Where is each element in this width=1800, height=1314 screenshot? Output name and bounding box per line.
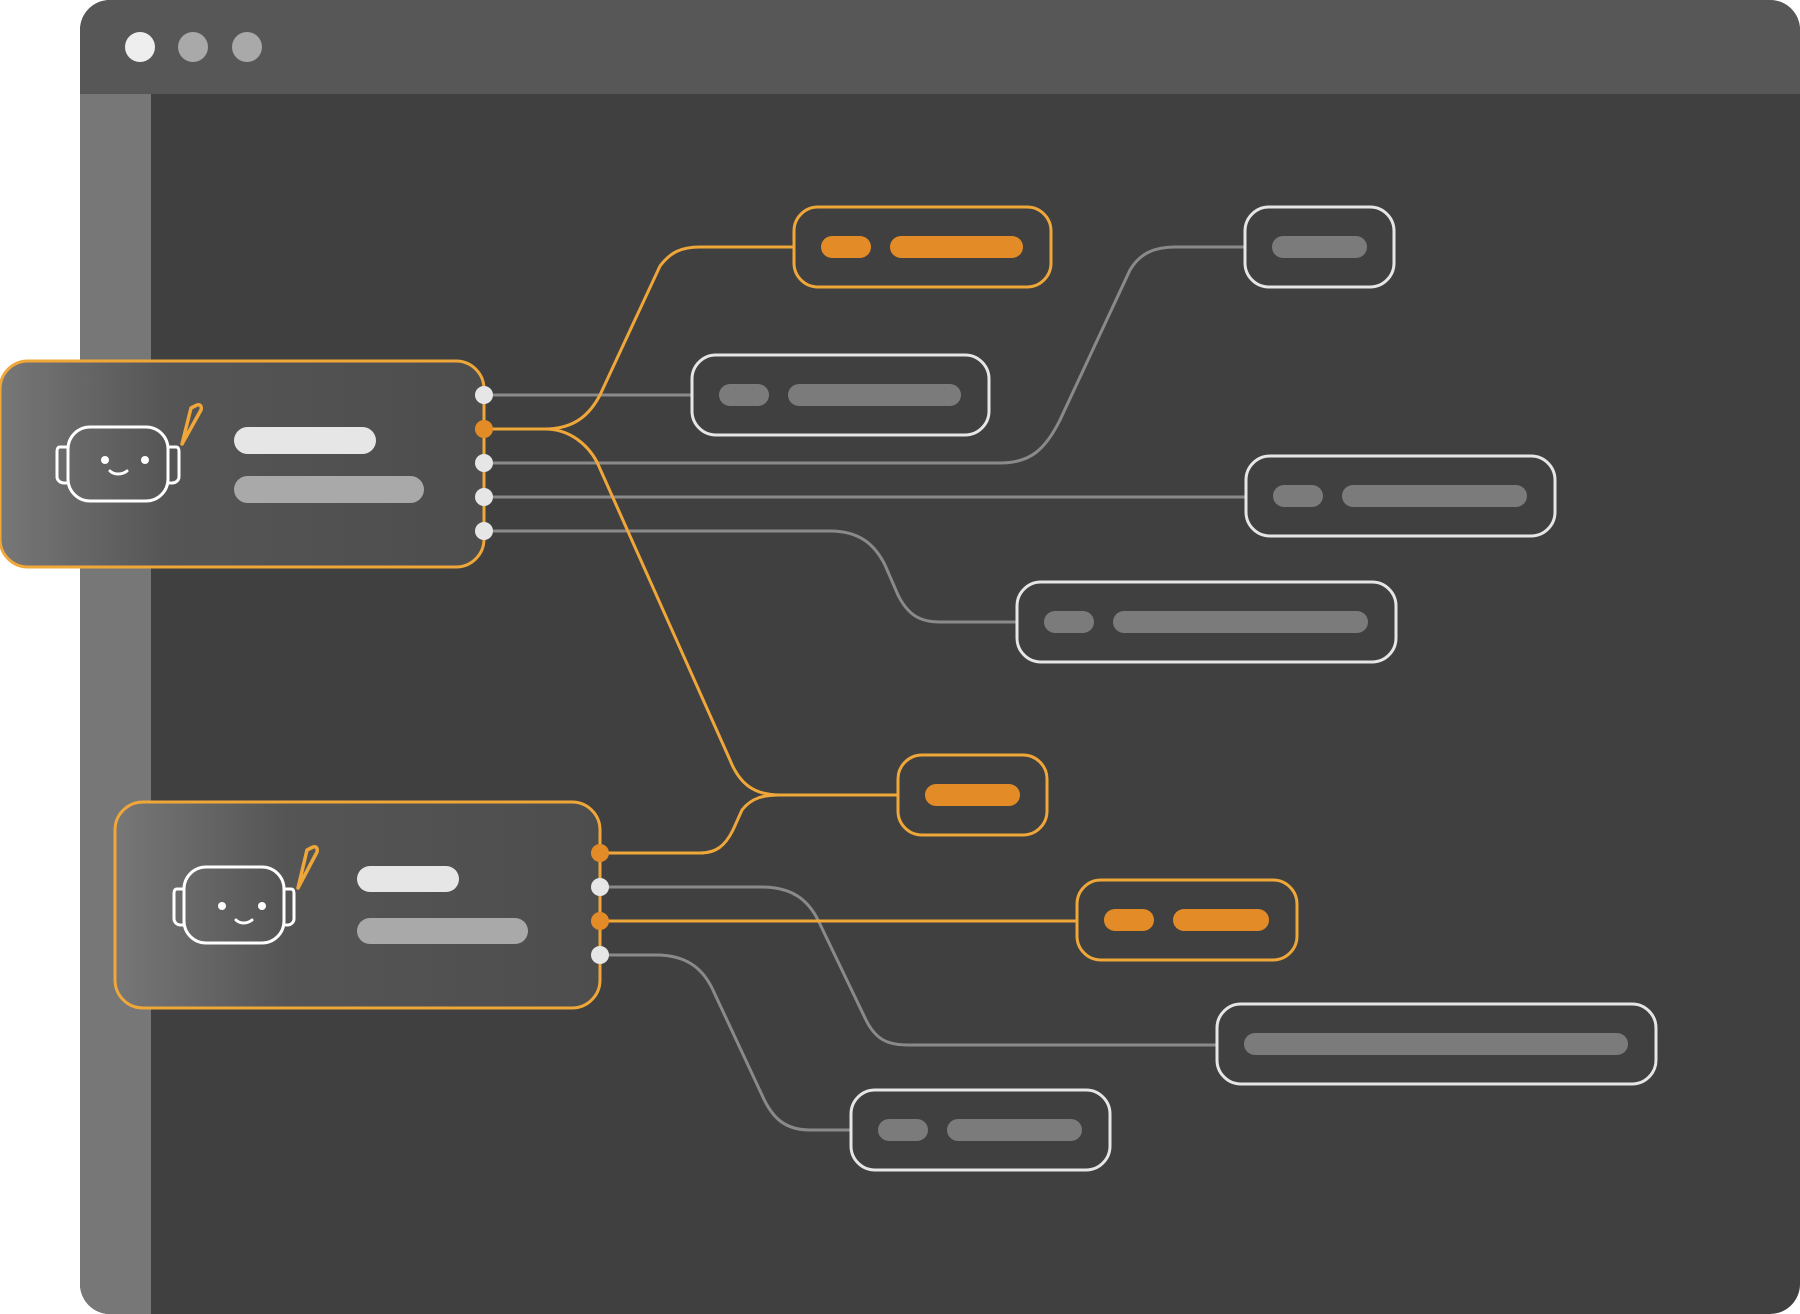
- agent-card-1[interactable]: [0, 359, 486, 569]
- port-4[interactable]: [591, 946, 609, 964]
- node-8-pill: [1244, 1033, 1628, 1055]
- port-3[interactable]: [591, 912, 609, 930]
- output-node-2[interactable]: [690, 353, 991, 437]
- output-node-5[interactable]: [1015, 580, 1398, 664]
- edge-a1-node5: [484, 529, 1017, 624]
- output-node-1[interactable]: [792, 205, 1053, 289]
- output-node-3[interactable]: [1243, 205, 1396, 289]
- port-1[interactable]: [475, 386, 493, 404]
- title-bar[interactable]: [80, 0, 1800, 94]
- agent-1-title-bar: [234, 427, 376, 454]
- node-1-pill-long: [890, 236, 1023, 258]
- robot-icon: [172, 865, 296, 945]
- pen-icon: [296, 845, 319, 890]
- minimize-dot[interactable]: [178, 32, 208, 62]
- output-node-7[interactable]: [1075, 878, 1299, 962]
- node-6-pill: [925, 784, 1020, 806]
- node-2-pill-long: [788, 384, 961, 406]
- output-node-6[interactable]: [896, 753, 1049, 837]
- port-1[interactable]: [591, 844, 609, 862]
- node-2-pill-short: [719, 384, 769, 406]
- edge-a1-node3: [484, 245, 1245, 465]
- sidebar: [80, 94, 151, 1314]
- node-9-pill-short: [878, 1119, 928, 1141]
- agent-2-subtitle-bar: [357, 918, 528, 944]
- agent-1-ports: [475, 386, 493, 540]
- agent-2-title-bar: [357, 866, 459, 892]
- edge-a1-node6: [484, 427, 898, 797]
- agent-1-subtitle-bar: [234, 476, 424, 503]
- edge-a2-node9: [600, 953, 851, 1132]
- agent-card-2[interactable]: [113, 800, 602, 1010]
- node-4-pill-short: [1273, 485, 1323, 507]
- port-5[interactable]: [475, 522, 493, 540]
- node-5-pill-long: [1113, 611, 1368, 633]
- robot-icon: [55, 425, 181, 503]
- connections-orange: [484, 245, 1077, 923]
- node-4-pill-long: [1342, 485, 1527, 507]
- maximize-dot[interactable]: [232, 32, 262, 62]
- output-node-4[interactable]: [1244, 454, 1557, 538]
- output-node-9[interactable]: [849, 1088, 1112, 1172]
- close-dot[interactable]: [125, 32, 155, 62]
- edge-a2-node6: [600, 793, 781, 855]
- port-2[interactable]: [475, 420, 493, 438]
- node-9-pill-long: [947, 1119, 1082, 1141]
- node-1-pill-short: [821, 236, 871, 258]
- node-7-pill-long: [1173, 909, 1269, 931]
- port-4[interactable]: [475, 488, 493, 506]
- agent-2-ports: [591, 844, 609, 964]
- node-3-pill: [1272, 236, 1367, 258]
- node-5-pill-short: [1044, 611, 1094, 633]
- edge-a1-node1: [484, 245, 794, 431]
- pen-icon: [180, 403, 203, 446]
- port-3[interactable]: [475, 454, 493, 472]
- node-7-pill-short: [1104, 909, 1154, 931]
- port-2[interactable]: [591, 878, 609, 896]
- output-nodes: [690, 205, 1658, 1172]
- output-node-8[interactable]: [1215, 1002, 1658, 1086]
